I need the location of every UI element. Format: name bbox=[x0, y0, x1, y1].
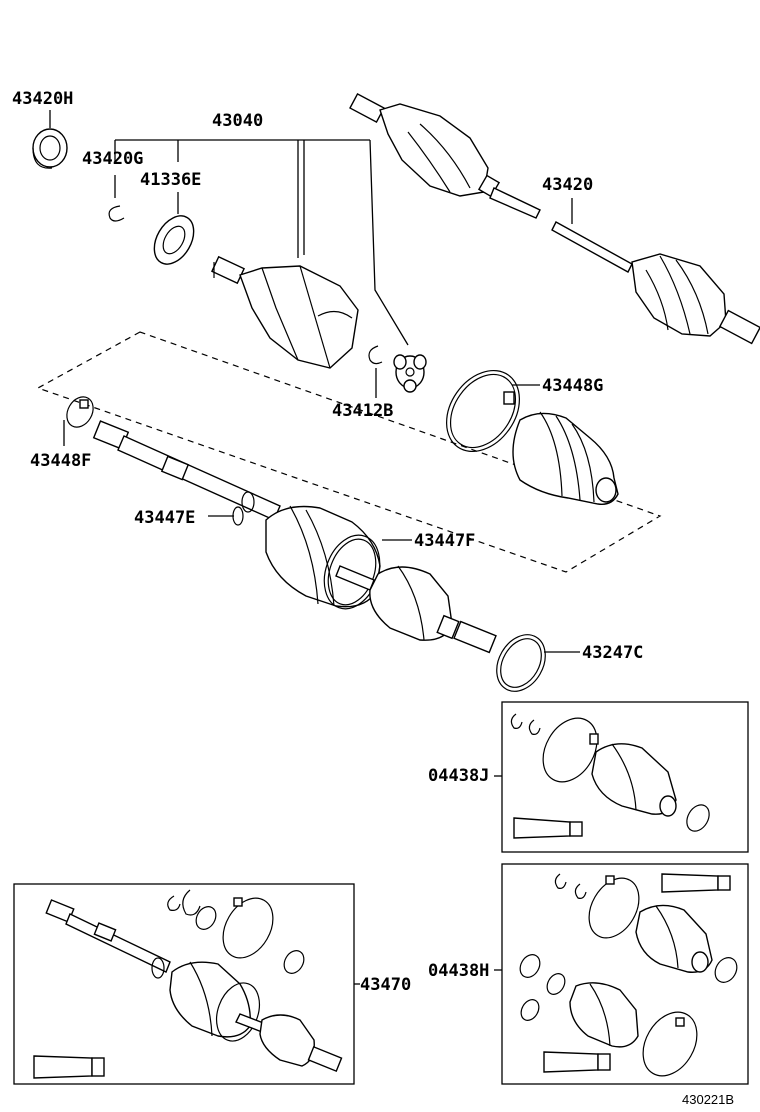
label-43448G: 43448G bbox=[542, 376, 603, 396]
label-43420G: 43420G bbox=[82, 149, 143, 169]
part-outboard-joint-assembly bbox=[265, 505, 497, 654]
label-43470: 43470 bbox=[360, 975, 411, 995]
kit-region-outline bbox=[36, 331, 662, 573]
label-04438H: 04438H bbox=[428, 961, 489, 981]
label-43420H: 43420H bbox=[12, 89, 73, 109]
kit-box-04438H bbox=[501, 863, 749, 1085]
part-tripod-joint bbox=[393, 354, 427, 393]
label-43447F: 43447F bbox=[414, 531, 475, 551]
part-43420H-bearing bbox=[32, 128, 68, 169]
part-43448F-clamp bbox=[66, 396, 94, 428]
part-43412B-snap-ring bbox=[368, 345, 383, 365]
label-43247C: 43247C bbox=[582, 643, 643, 663]
part-41336E-washer bbox=[153, 215, 195, 265]
part-axle-shaft bbox=[92, 420, 281, 526]
part-43420-drive-shaft bbox=[349, 92, 760, 345]
kit-box-04438J bbox=[501, 701, 749, 853]
kit-04438H-contents bbox=[519, 873, 738, 1077]
kit-04438J-contents bbox=[510, 713, 710, 839]
label-41336E: 41336E bbox=[140, 170, 201, 190]
part-43040-inboard-joint bbox=[211, 255, 359, 369]
label-43447E: 43447E bbox=[134, 508, 195, 528]
part-43247C-ring bbox=[496, 634, 546, 692]
part-43448G-boot-clamp bbox=[446, 369, 520, 453]
kit-43470-contents bbox=[33, 889, 343, 1079]
label-43448F: 43448F bbox=[30, 451, 91, 471]
part-43420G-snap-ring bbox=[108, 205, 125, 222]
label-04438J: 04438J bbox=[428, 766, 489, 786]
label-43420: 43420 bbox=[542, 175, 593, 195]
label-43040: 43040 bbox=[212, 111, 263, 131]
figure-reference: 430221B bbox=[682, 1092, 734, 1107]
part-inboard-boot bbox=[512, 411, 619, 505]
